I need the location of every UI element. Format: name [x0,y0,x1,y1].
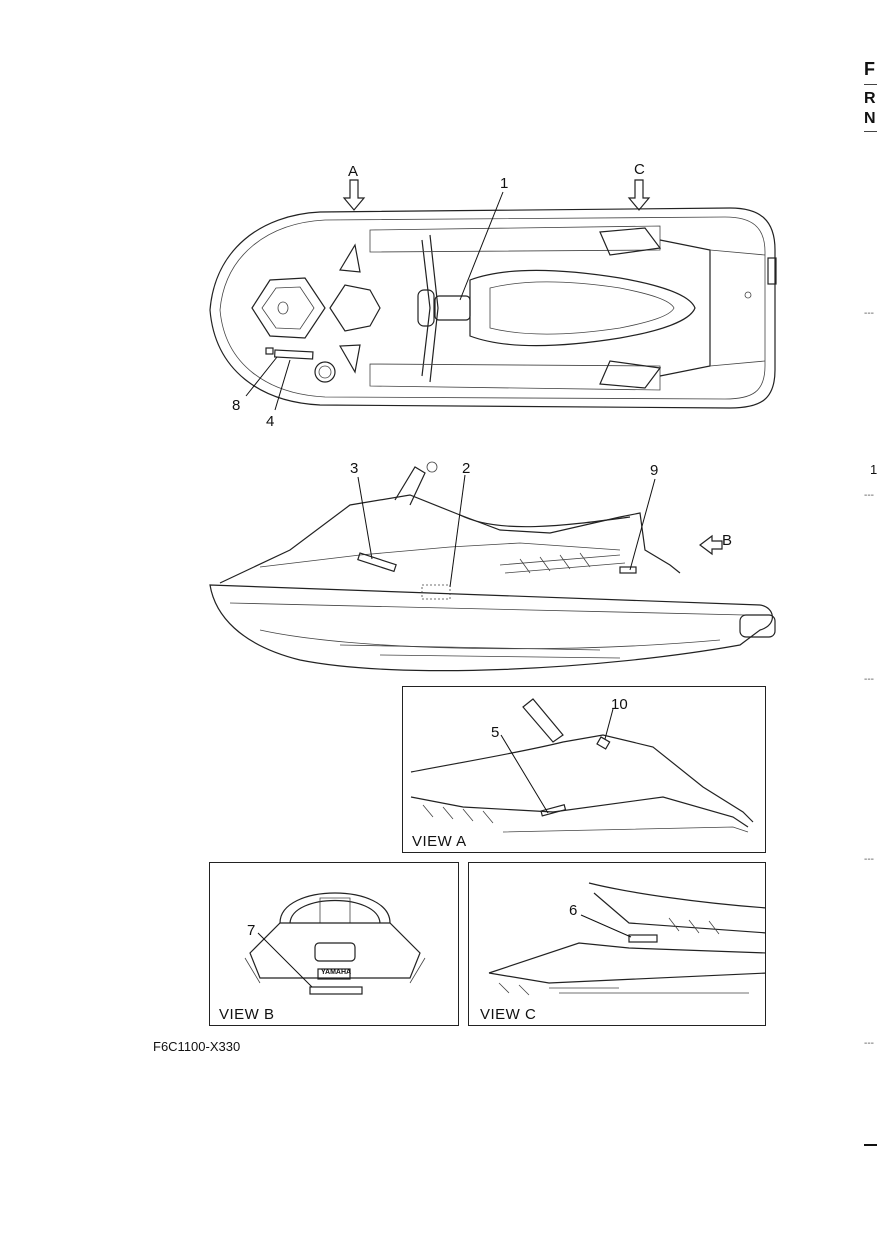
callout-10: 10 [611,696,628,713]
callout-4: 4 [266,413,275,430]
edge-dash: --- [864,854,874,865]
top-view-drawing: A C 1 8 4 [190,160,790,430]
callout-8: 8 [232,397,241,414]
arrow-a-label: A [348,163,359,180]
arrow-b-label: B [722,532,733,549]
callout-3: 3 [350,460,359,477]
edge-rule [864,1144,877,1146]
edge-letter-f: F [864,59,875,79]
callout-1: 1 [500,175,509,192]
edge-letter-r: R [864,90,876,107]
view-a-panel: 10 5 VIEW A [402,686,766,853]
edge-dash: --- [864,1038,874,1049]
edge-letter-n: N [864,110,876,127]
view-c-panel: 6 VIEW C [468,862,766,1026]
callout-5: 5 [491,724,500,741]
side-view-drawing: 3 2 9 B [200,455,790,680]
figure-code: F6C1100-X330 [153,1039,241,1054]
view-a-label: VIEW A [412,833,467,850]
view-b-panel: YAMAHA 7 VIEW B [209,862,459,1026]
callout-9: 9 [650,462,659,479]
edge-dash: --- [864,674,874,685]
edge-dash: --- [864,308,874,319]
edge-rule [864,84,877,85]
callout-2: 2 [462,460,471,477]
registration-plate-text: YAMAHA [321,969,352,976]
callout-6: 6 [569,902,578,919]
view-c-label: VIEW C [480,1006,537,1023]
arrow-c-label: C [634,161,645,178]
edge-digit: 1 [870,462,877,477]
edge-rule [864,131,877,132]
view-b-label: VIEW B [219,1006,275,1023]
edge-dash: --- [864,490,874,501]
callout-7: 7 [247,922,256,939]
